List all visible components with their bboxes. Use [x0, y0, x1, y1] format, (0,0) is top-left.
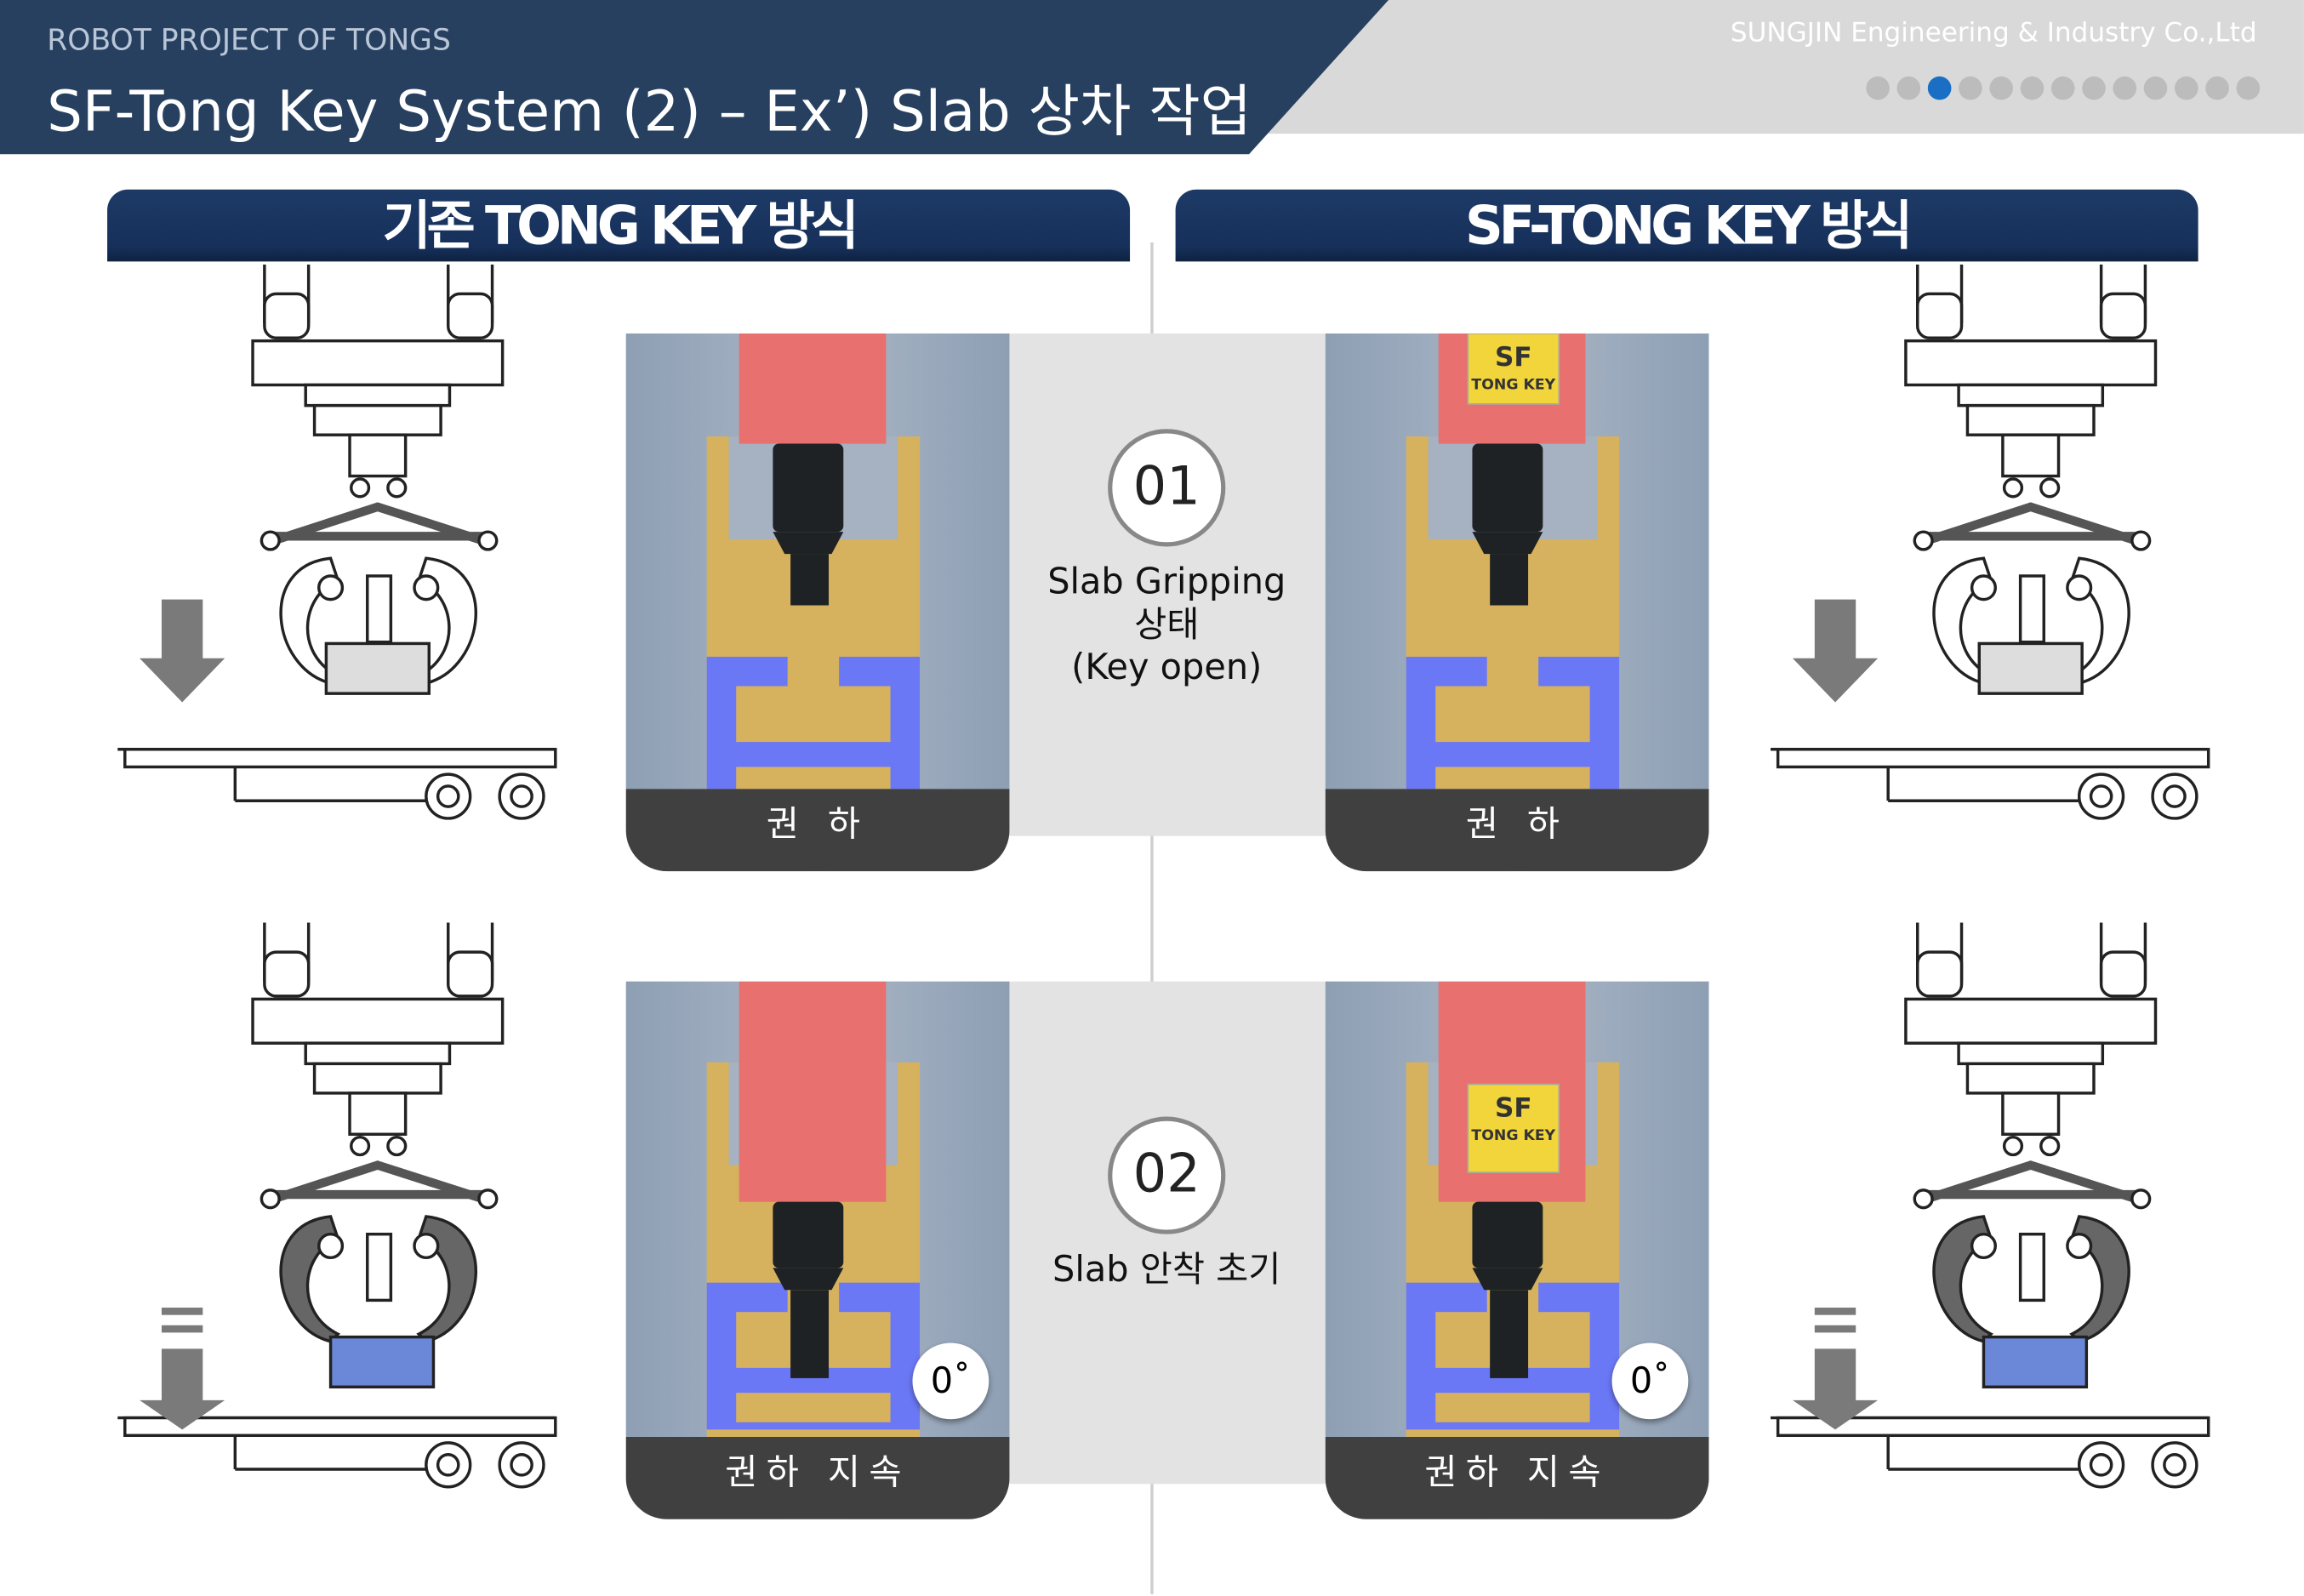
step-2-panel: 02 Slab 안착 초기 — [1007, 981, 1326, 1485]
down-arrow-icon — [140, 1308, 225, 1430]
page-dot[interactable] — [2050, 76, 2075, 100]
page-dot[interactable] — [2205, 76, 2229, 100]
step-text: Slab 안착 초기 — [1052, 1248, 1281, 1291]
company-name: SUNGJIN Engineering & Industry Co.,Ltd — [1730, 17, 2257, 48]
page-dot[interactable] — [1896, 76, 1921, 100]
step-number: 02 — [1108, 1116, 1226, 1234]
step-text: (Key open) — [1071, 646, 1263, 688]
sf-label — [1467, 1083, 1560, 1174]
key-illustration: SF TONG KEY — [1406, 333, 1620, 789]
page-dot[interactable] — [1959, 76, 1982, 100]
page-dot[interactable] — [2236, 76, 2261, 100]
divider — [1150, 242, 1154, 1594]
step-text: Slab Gripping — [1047, 561, 1286, 603]
caption: 권하 지속 — [1325, 1437, 1709, 1519]
header-subtitle: ROBOT PROJECT OF TONGS — [47, 21, 451, 58]
section-header-conventional: 기존 TONG KEY 방식 — [107, 189, 1131, 262]
page-title: SF-Tong Key System (2) – Ex’) Slab 상차 작업 — [47, 79, 1252, 145]
down-arrow-icon — [140, 599, 225, 703]
caption: 권 하 — [1325, 789, 1709, 872]
key-illustration: SF TONG KEY — [1406, 981, 1620, 1438]
down-arrow-icon — [1792, 599, 1879, 703]
key-image-conventional-2: 0˚ 권하 지속 — [625, 981, 1010, 1519]
svg-text:TONG KEY: TONG KEY — [1471, 377, 1555, 394]
down-arrow-icon — [1792, 1308, 1879, 1430]
angle-badge: 0˚ — [1611, 1342, 1689, 1420]
tong-drawing — [117, 922, 557, 1489]
key-illustration — [706, 333, 921, 789]
header-title-panel — [0, 0, 1389, 155]
page-dot[interactable] — [2174, 76, 2198, 100]
caption: 권 하 — [625, 789, 1010, 872]
svg-text:SF: SF — [1495, 342, 1532, 373]
key-image-conventional-1: 권 하 — [625, 333, 1010, 872]
page-dot[interactable] — [1927, 76, 1952, 100]
svg-text:TONG KEY: TONG KEY — [1471, 1127, 1555, 1144]
sf-label — [1467, 333, 1560, 405]
page-dot[interactable] — [2082, 76, 2106, 100]
svg-text:SF: SF — [1495, 1093, 1532, 1124]
section-header-sf: SF-TONG KEY 방식 — [1175, 189, 2198, 262]
angle-badge: 0˚ — [912, 1342, 989, 1420]
page-dot[interactable] — [1989, 76, 2013, 100]
step-text: 상태 — [1134, 603, 1200, 646]
tong-drawing — [1771, 922, 2210, 1489]
tong-drawing — [1771, 264, 2210, 820]
page-indicator — [1866, 76, 2261, 100]
tong-drawing — [117, 264, 557, 820]
caption: 권하 지속 — [625, 1437, 1010, 1519]
page-dot[interactable] — [2020, 76, 2045, 100]
step-number: 01 — [1108, 429, 1226, 547]
page-dot[interactable] — [2143, 76, 2168, 100]
key-illustration — [706, 981, 921, 1438]
page-dot[interactable] — [2113, 76, 2137, 100]
page-dot[interactable] — [1866, 76, 1890, 100]
